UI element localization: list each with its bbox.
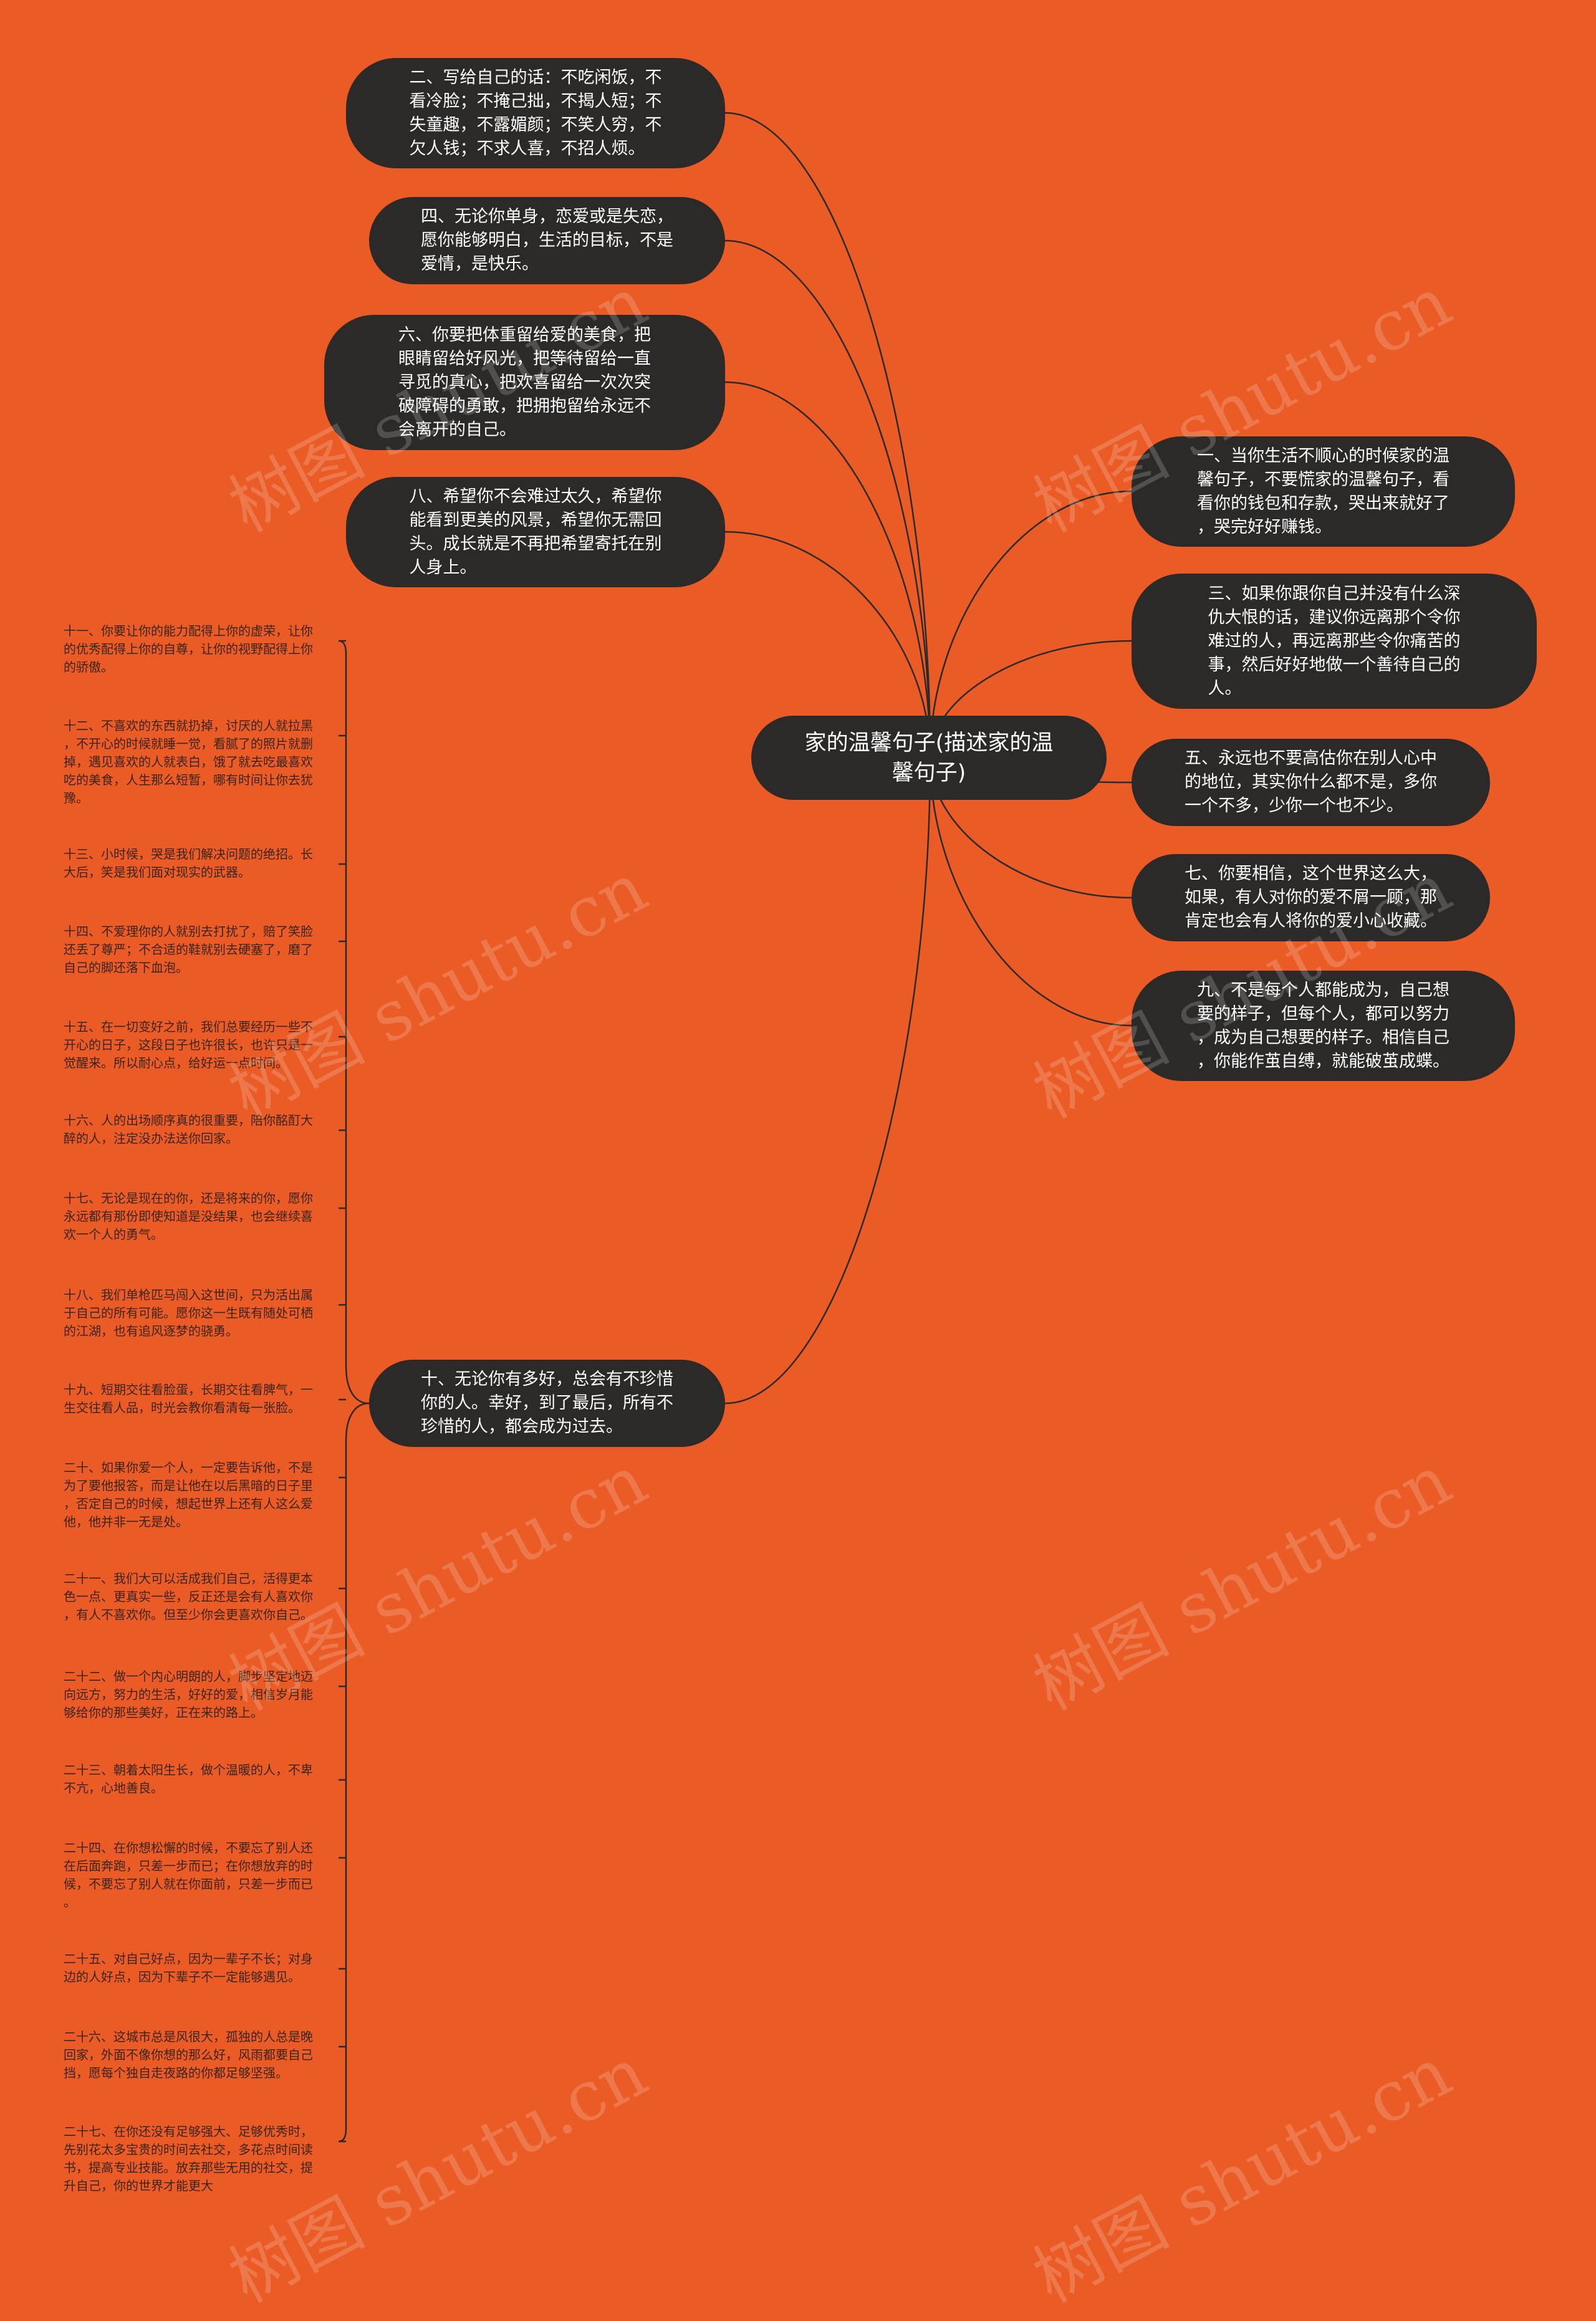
edge-left [724,239,931,758]
branch-node-9[interactable]: 九、不是每个人都能成为，自己想 要的样子，但每个人，都可以努力 ，成为自己想要的… [1132,971,1515,1081]
bracket-top [338,640,370,1405]
edge-right [929,757,1132,1027]
branch-node-7[interactable]: 七、你要相信，这个世界这么大， 如果，有人对你的爱不屑一顾，那 肯定也会有人将你… [1132,854,1490,941]
leaf-item[interactable]: 二十一、我们大可以活成我们自己，活得更本 色一点、更真实一些，反正还是会有人喜欢… [64,1571,313,1622]
leaf-item[interactable]: 十四、不爱理你的人就别去打扰了，赔了笑脸 还丢了尊严；不合适的鞋就别去硬塞了，磨… [64,924,313,975]
edge-right [929,490,1132,758]
edge-layer [338,112,1132,2143]
edge-left [724,531,931,758]
branch-node-6[interactable]: 六、你要把体重留给爱的美食，把 眼睛留给好风光，把等待留给一直 寻觅的真心，把欢… [324,315,725,450]
leaf-item[interactable]: 十一、你要让你的能力配得上你的虚荣，让你 的优秀配得上你的自尊，让你的视野配得上… [64,623,313,675]
edge-left [724,112,931,758]
leaf-item[interactable]: 十三、小时候，哭是我们解决问题的绝招。长 大后，笑是我们面对现实的武器。 [64,847,313,880]
leaf-item[interactable]: 十八、我们单枪匹马闯入这世间，只为活出属 于自己的所有可能。愿你这一生既有随处可… [64,1287,313,1338]
leaf-item[interactable]: 二十三、朝着太阳生长，做个温暖的人，不卑 不亢，心地善良。 [64,1762,313,1795]
leaf-item[interactable]: 十五、在一切变好之前，我们总要经历一些不 开心的日子，这段日子也许很长，也许只是… [64,1019,313,1070]
leaf-item[interactable]: 十九、短期交往看脸蛋，长期交往看脾气，一 生交往看人品，时光会教你看清每一张脸。 [64,1382,313,1415]
leaf-item[interactable]: 二十、如果你爱一个人，一定要告诉他，不是 为了要他报答，而是让他在以后黑暗的日子… [64,1460,313,1529]
leaf-item[interactable]: 二十五、对自己好点，因为一辈子不长；对身 边的人好点，因为下辈子不一定能够遇见。 [64,1951,313,1984]
branch-node-3[interactable]: 三、如果你跟你自己并没有什么深 仇大恨的话，建议你远离那个令你 难过的人，再远离… [1132,574,1537,709]
mind-map-canvas: 家的温馨句子(描述家的温 馨句子) 二、写给自己的话：不吃闲饭，不 看冷脸；不掩… [64,58,1537,2318]
branch-node-10[interactable]: 十、无论你有多好，总会有不珍惜 你的人。幸好，到了最后，所有不 珍惜的人，都会成… [369,1360,725,1447]
leaf-item[interactable]: 二十四、在你想松懈的时候，不要忘了别人还 在后面奔跑，只差一步而已；在你想放弃的… [64,1840,313,1910]
root-node[interactable]: 家的温馨句子(描述家的温 馨句子) [751,716,1107,800]
branch-node-8[interactable]: 八、希望你不会难过太久，希望你 能看到更美的风景，希望你无需回 头。成长就是不再… [346,477,725,587]
leaf-item[interactable]: 十六、人的出场顺序真的很重要，陪你酩酊大 醉的人，注定没办法送你回家。 [64,1113,313,1146]
leaf-item[interactable]: 二十七、在你还没有足够强大、足够优秀时， 先别花太多宝贵的时间去社交，多花点时间… [64,2124,313,2193]
branch-node-1[interactable]: 一、当你生活不顺心的时候家的温 馨句子，不要慌家的温馨句子，看 看你的钱包和存款… [1132,436,1515,547]
edge-left [724,381,931,758]
leaf-item[interactable]: 十七、无论是现在的你，还是将来的你，愿你 永远都有那份即使知道是没结果，也会继续… [64,1191,313,1242]
edge-left [724,757,931,1405]
bracket-bottom [338,1402,370,2143]
branch-node-4[interactable]: 四、无论你单身，恋爱或是失恋， 愿你能够明白，生活的目标，不是 爱情，是快乐。 [369,197,725,284]
leaf-item[interactable]: 二十六、这城市总是风很大，孤独的人总是晚 回家，外面不像你想的那么好，风雨都要自… [64,2029,313,2080]
leaf-item[interactable]: 十二、不喜欢的东西就扔掉，讨厌的人就拉黑 ，不开心的时候就睡一觉，看腻了的照片就… [64,718,313,805]
branch-node-2[interactable]: 二、写给自己的话：不吃闲饭，不 看冷脸；不掩己拙，不揭人短；不 失童趣，不露媚颜… [346,58,725,168]
branch-node-5[interactable]: 五、永远也不要高估你在别人心中 的地位，其实你什么都不是，多你 一个不多，少你一… [1132,739,1490,826]
leaf-item[interactable]: 二十二、做一个内心明朗的人，脚步坚定地迈 向远方，努力的生活，好好的爱，相信岁月… [64,1669,313,1720]
